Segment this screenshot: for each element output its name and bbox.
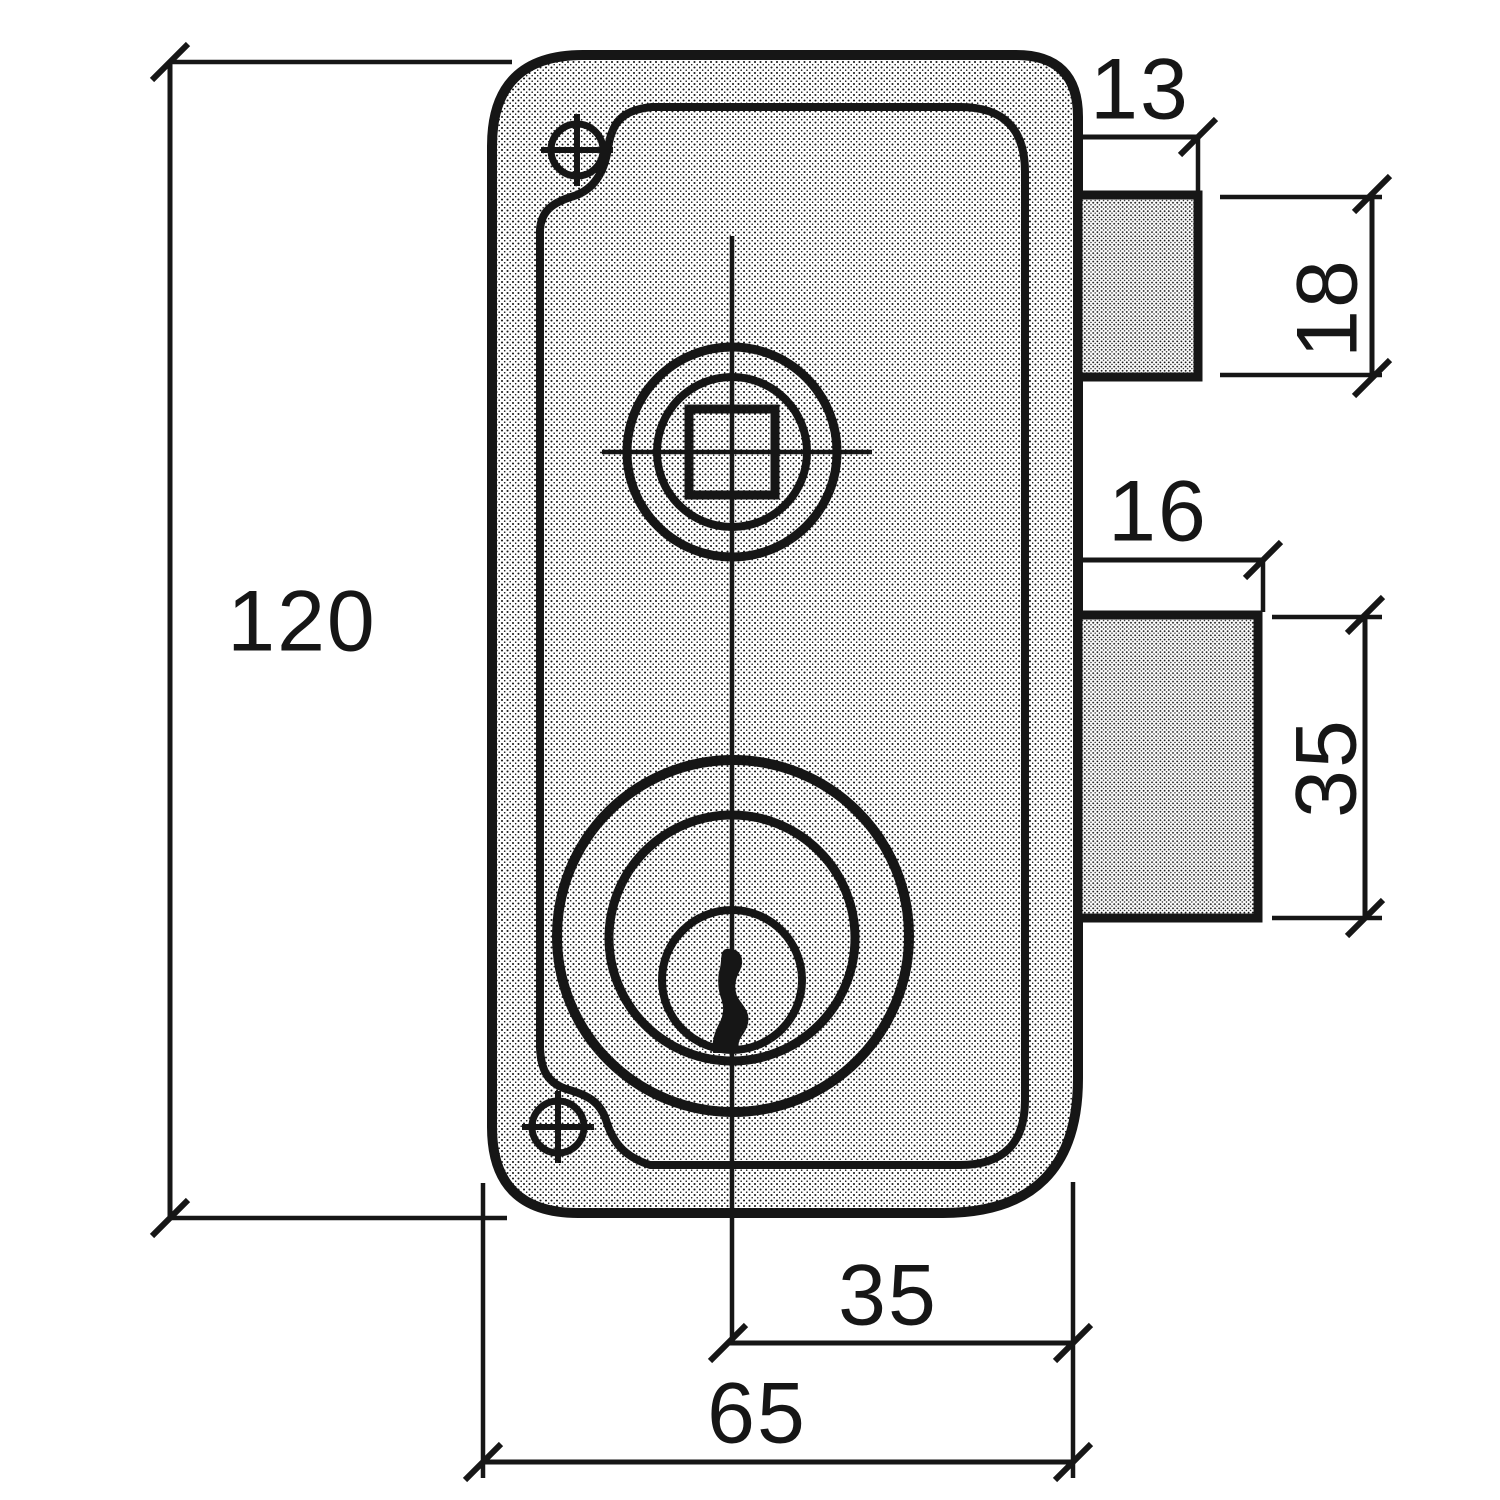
- dim-overall-height: [149, 41, 512, 1239]
- tick: [1344, 897, 1386, 939]
- bottom-screw-icon: [522, 1091, 594, 1163]
- cylinder-group: [552, 755, 914, 1117]
- tick: [462, 1441, 504, 1483]
- label-latch-height: 18: [1279, 258, 1375, 358]
- spindle-inner-ring: [653, 373, 811, 531]
- tick: [1052, 1441, 1094, 1483]
- dimensions-group: [149, 41, 1393, 1483]
- label-overall-width: 65: [707, 1365, 807, 1461]
- top-screw-icon: [541, 114, 613, 186]
- spindle-square-hole: [684, 404, 780, 500]
- face-plate-outline: [536, 103, 1029, 1169]
- tick: [1351, 357, 1393, 399]
- tick: [1242, 539, 1284, 581]
- dead-bolt: [1073, 610, 1263, 923]
- spindle-hub: [602, 342, 872, 562]
- dim-latch-height: [1220, 173, 1393, 399]
- label-bolt-width: 16: [1108, 463, 1208, 559]
- tick: [1351, 173, 1393, 215]
- tick: [1344, 594, 1386, 636]
- tick: [149, 41, 191, 83]
- dim-bolt-width: [1078, 539, 1284, 612]
- lock-body-outline: [487, 50, 1083, 1218]
- cylinder-middle-ring: [604, 810, 860, 1066]
- lock-body-group: [487, 50, 1263, 1343]
- latch-bolt: [1073, 190, 1203, 382]
- tick: [707, 1322, 749, 1364]
- dimension-labels: 120 13 18 16 35 35 65: [227, 41, 1375, 1461]
- label-center-to-edge: 35: [838, 1247, 938, 1343]
- label-overall-height: 120: [227, 573, 377, 669]
- label-bolt-height: 35: [1278, 718, 1374, 818]
- tick: [1177, 116, 1219, 158]
- spindle-outer-ring: [622, 342, 842, 562]
- cylinder-outer-ring: [552, 755, 914, 1117]
- dim-bolt-height: [1272, 594, 1386, 939]
- dim-latch-width: [1078, 116, 1219, 192]
- tick: [149, 1197, 191, 1239]
- label-latch-width: 13: [1090, 41, 1190, 137]
- keyhole: [712, 948, 749, 1053]
- dim-overall-width: [462, 1182, 1094, 1483]
